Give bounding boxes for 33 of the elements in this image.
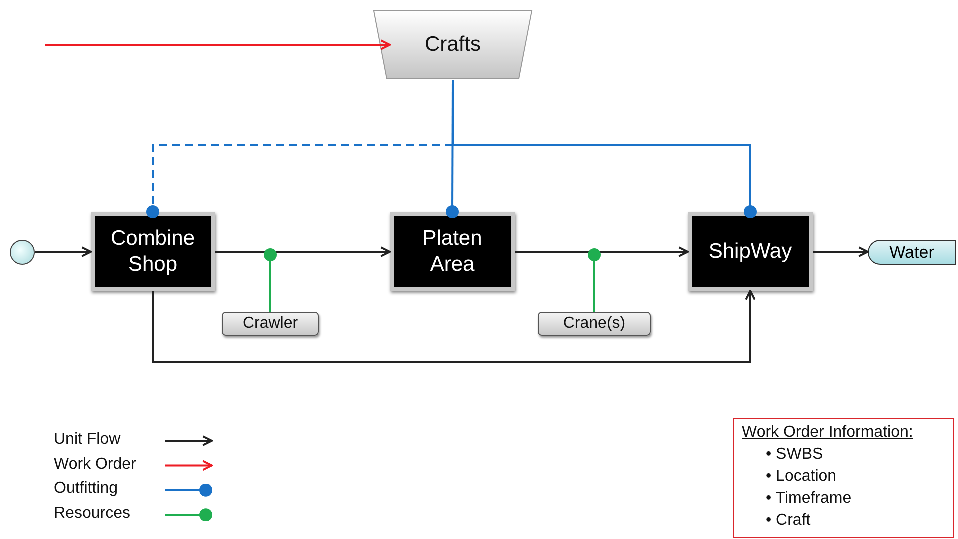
legend-label: Resources [54, 505, 130, 524]
node-label: Crawler [242, 315, 298, 333]
resource-box [538, 312, 651, 336]
list-item: • Location [766, 467, 838, 487]
node-label: Combine Shop [110, 226, 196, 277]
legend-label: Outfitting [54, 480, 118, 498]
node-label: ShipWay [708, 238, 794, 264]
arrow [152, 290, 756, 363]
legend-label: Work Order [54, 456, 136, 474]
node-label: Crane(s) [563, 315, 626, 333]
arrow [813, 246, 869, 258]
trapezoid-node [373, 10, 533, 80]
arrow [515, 246, 689, 258]
process-box [390, 212, 515, 291]
start-circle [10, 240, 35, 265]
legend-label: Unit Flow [54, 431, 121, 449]
list-item: • Craft [766, 511, 812, 531]
panel-heading: Work Order Information: [742, 424, 914, 442]
node-label: Platen Area [422, 226, 484, 277]
arrow [35, 246, 92, 258]
connector-line [264, 248, 277, 312]
list-item: • SWBS [766, 445, 824, 465]
arrow [215, 246, 391, 258]
node-label: Water [890, 242, 934, 262]
info-panel [733, 418, 954, 538]
process-box [91, 212, 215, 291]
process-box [688, 212, 813, 291]
connector-line [588, 248, 601, 312]
terminal-node [868, 240, 956, 265]
arrow [45, 40, 391, 50]
resource-box [222, 312, 319, 336]
list-item: • Timeframe [766, 489, 853, 509]
node-label: Crafts [424, 33, 481, 57]
